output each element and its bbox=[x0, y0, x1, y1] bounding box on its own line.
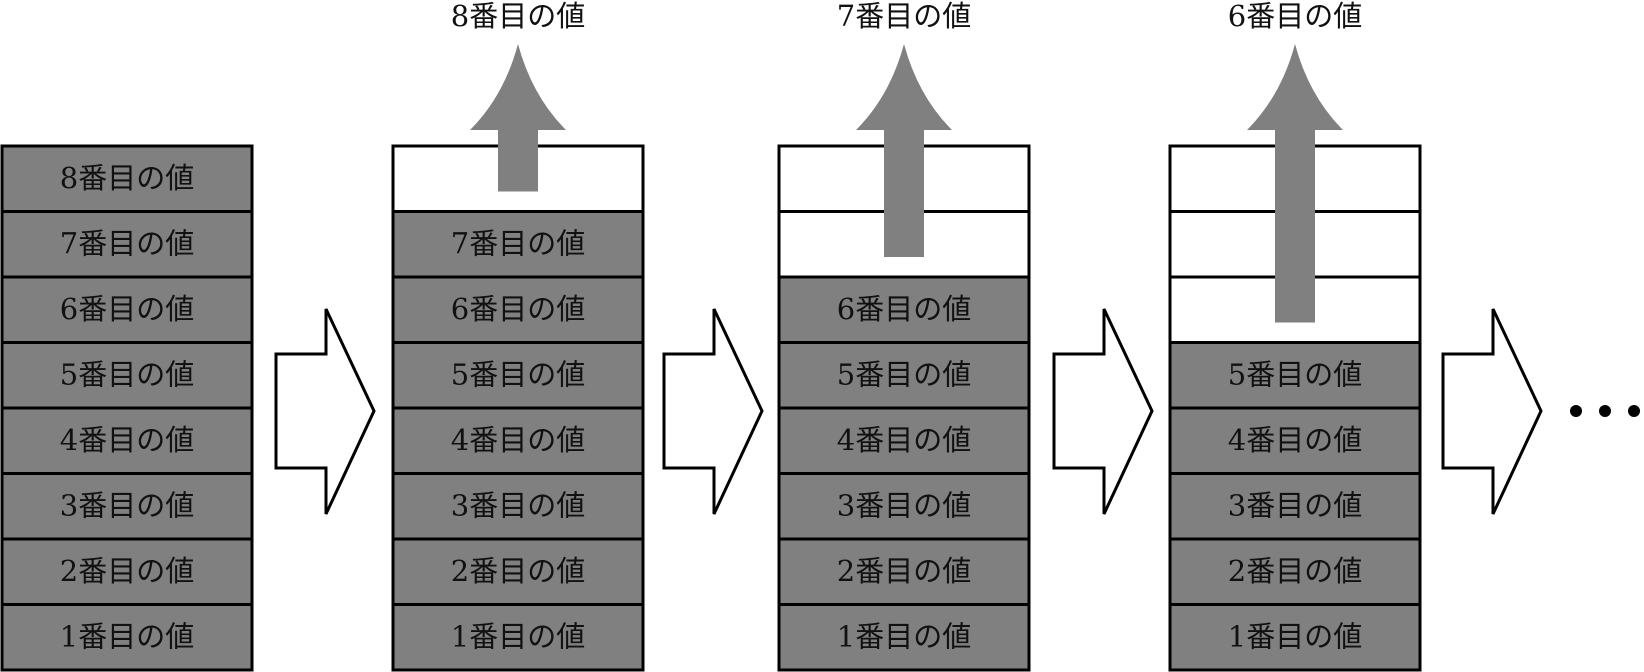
stack-cell-label: 5番目の値 bbox=[451, 357, 585, 391]
stack-cell-label: 6番目の値 bbox=[837, 292, 971, 326]
up-arrow-icon bbox=[470, 44, 566, 192]
stack-cell bbox=[391, 472, 645, 541]
stack-cell-label: 1番目の値 bbox=[451, 619, 585, 653]
stack-cell-label: 5番目の値 bbox=[1228, 357, 1362, 391]
stack-4: 5番目の値 4番目の値 3番目の値 2番目の値 1番目の値 6番目の値 bbox=[1168, 0, 1422, 672]
stack-cell-label: 5番目の値 bbox=[60, 357, 194, 391]
stack-cell bbox=[777, 406, 1031, 475]
stack-cell-label: 3番目の値 bbox=[1228, 488, 1362, 522]
popped-value-label: 7番目の値 bbox=[837, 0, 971, 33]
stack-cell bbox=[1168, 537, 1422, 606]
stack-cell-label: 1番目の値 bbox=[60, 619, 194, 653]
stack-2: 7番目の値 6番目の値 5番目の値 4番目の値 3番目の値 2番目の値 1番目の値 8番目の値 bbox=[391, 0, 645, 672]
right-arrow-icon bbox=[1441, 308, 1543, 515]
stack-cell bbox=[1168, 472, 1422, 541]
stack-1: 8番目の値 7番目の値 6番目の値 5番目の値 4番目の値 3番目の値 2番目の値 1番目の値 bbox=[0, 144, 254, 672]
stack-cell bbox=[391, 341, 645, 410]
stack-cell-label: 2番目の値 bbox=[451, 554, 585, 588]
stack-3: 6番目の値 5番目の値 4番目の値 3番目の値 2番目の値 1番目の値 7番目の値 bbox=[777, 0, 1031, 672]
stack-cell bbox=[0, 210, 254, 279]
stack-cell-label: 4番目の値 bbox=[837, 423, 971, 457]
stack-cell-label: 1番目の値 bbox=[1228, 619, 1362, 653]
stack-cell-label: 6番目の値 bbox=[451, 292, 585, 326]
stack-cell-label: 3番目の値 bbox=[451, 488, 585, 522]
stacks-layer: 8番目の値 7番目の値 6番目の値 5番目の値 4番目の値 3番目の値 2番目の値 1番目の値… bbox=[0, 0, 1422, 672]
stack-cell-label: 3番目の値 bbox=[837, 488, 971, 522]
stack-cell-label: 3番目の値 bbox=[60, 488, 194, 522]
stack-cell bbox=[0, 603, 254, 672]
stack-cell-label: 7番目の値 bbox=[451, 226, 585, 260]
stack-cell bbox=[777, 603, 1031, 672]
up-arrow-icon bbox=[1247, 44, 1343, 323]
up-arrow-icon bbox=[856, 44, 952, 257]
right-arrow-icon bbox=[662, 308, 764, 515]
stack-cell-label: 6番目の値 bbox=[60, 292, 194, 326]
stack-cell bbox=[0, 144, 254, 213]
stack-cell bbox=[391, 275, 645, 344]
stack-cell-label: 7番目の値 bbox=[60, 226, 194, 260]
stack-cell-label: 4番目の値 bbox=[451, 423, 585, 457]
stack-cell-label: 1番目の値 bbox=[837, 619, 971, 653]
right-arrow-icon bbox=[274, 308, 376, 515]
right-arrow-icon bbox=[1052, 308, 1154, 515]
stack-cell-label: 4番目の値 bbox=[60, 423, 194, 457]
popped-value-label: 6番目の値 bbox=[1228, 0, 1362, 33]
popped-value-label: 8番目の値 bbox=[451, 0, 585, 33]
stack-cell-label: 2番目の値 bbox=[60, 554, 194, 588]
stack-cell-label: 4番目の値 bbox=[1228, 423, 1362, 457]
stack-cell bbox=[777, 275, 1031, 344]
arrows-layer bbox=[274, 308, 1543, 515]
stack-cell bbox=[0, 341, 254, 410]
stack-cell-label: 2番目の値 bbox=[837, 554, 971, 588]
stack-cell bbox=[777, 341, 1031, 410]
stack-cell bbox=[391, 210, 645, 279]
stack-cell bbox=[1168, 603, 1422, 672]
stack-cell-label: 2番目の値 bbox=[1228, 554, 1362, 588]
stack-cell bbox=[1168, 341, 1422, 410]
stack-cell-label: 8番目の値 bbox=[60, 161, 194, 195]
stack-cell bbox=[777, 537, 1031, 606]
stack-cell bbox=[0, 472, 254, 541]
stack-cell bbox=[1168, 406, 1422, 475]
ellipsis-icon bbox=[1570, 405, 1640, 417]
stack-cell-label: 5番目の値 bbox=[837, 357, 971, 391]
stack-cell bbox=[391, 603, 645, 672]
